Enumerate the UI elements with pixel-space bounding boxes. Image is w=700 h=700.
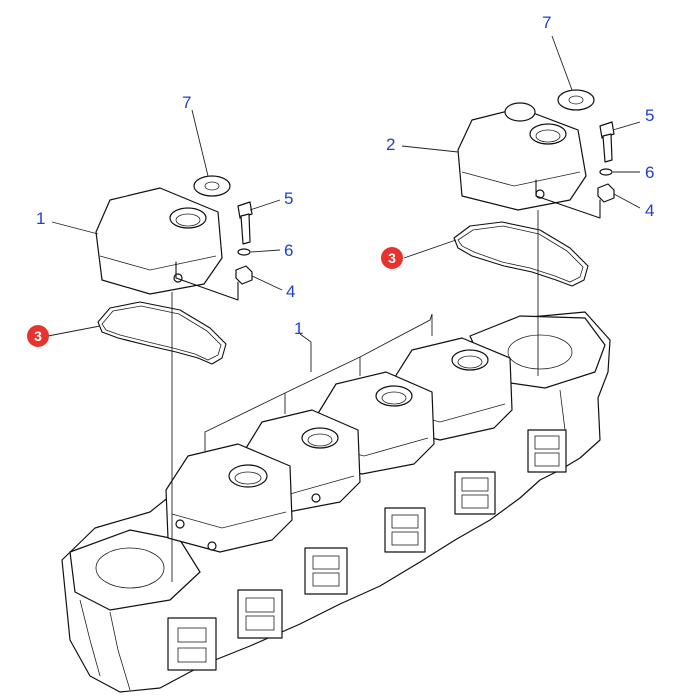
exploded-set-left: [95, 175, 253, 582]
block-left-end: [69, 529, 201, 691]
seal-right: [557, 89, 595, 111]
covers-group-bracket: [204, 313, 433, 440]
callout-gasket-left: 3: [34, 328, 42, 344]
nut-right: [597, 183, 615, 203]
gasket-right: [453, 221, 589, 287]
gasket-left-badge: 3: [27, 325, 49, 347]
callout-seal-left: 7: [182, 93, 191, 112]
valve-cover-left: [95, 187, 223, 295]
callout-washer-right: 6: [645, 163, 654, 182]
port-openings: [167, 429, 567, 671]
callout-cover-right: 2: [386, 135, 395, 154]
gasket-right-badge: 3: [381, 247, 403, 269]
callout-nut-left: 4: [286, 282, 295, 301]
nut-left: [235, 265, 253, 285]
bolt-left: [237, 201, 253, 245]
callout-bolt-left: 5: [284, 189, 293, 208]
gasket-left: [97, 301, 227, 365]
washer-left: [237, 248, 251, 256]
valve-cover-right: [457, 102, 587, 211]
leader-lines: [47, 35, 641, 343]
exploded-set-right: [453, 89, 615, 376]
bolt-right: [599, 121, 615, 163]
callout-seal-right: 7: [542, 13, 551, 32]
installed-covers: [165, 337, 513, 553]
callout-gasket-right: 3: [388, 250, 396, 266]
callout-cover-left: 1: [36, 209, 45, 228]
installed-cover: [165, 443, 321, 553]
callout-bolt-right: 5: [645, 106, 654, 125]
callout-washer-left: 6: [284, 241, 293, 260]
washer-right: [599, 168, 613, 176]
callout-nut-right: 4: [645, 201, 654, 220]
callout-covers-group: 1: [294, 319, 303, 338]
seal-left: [193, 175, 231, 197]
